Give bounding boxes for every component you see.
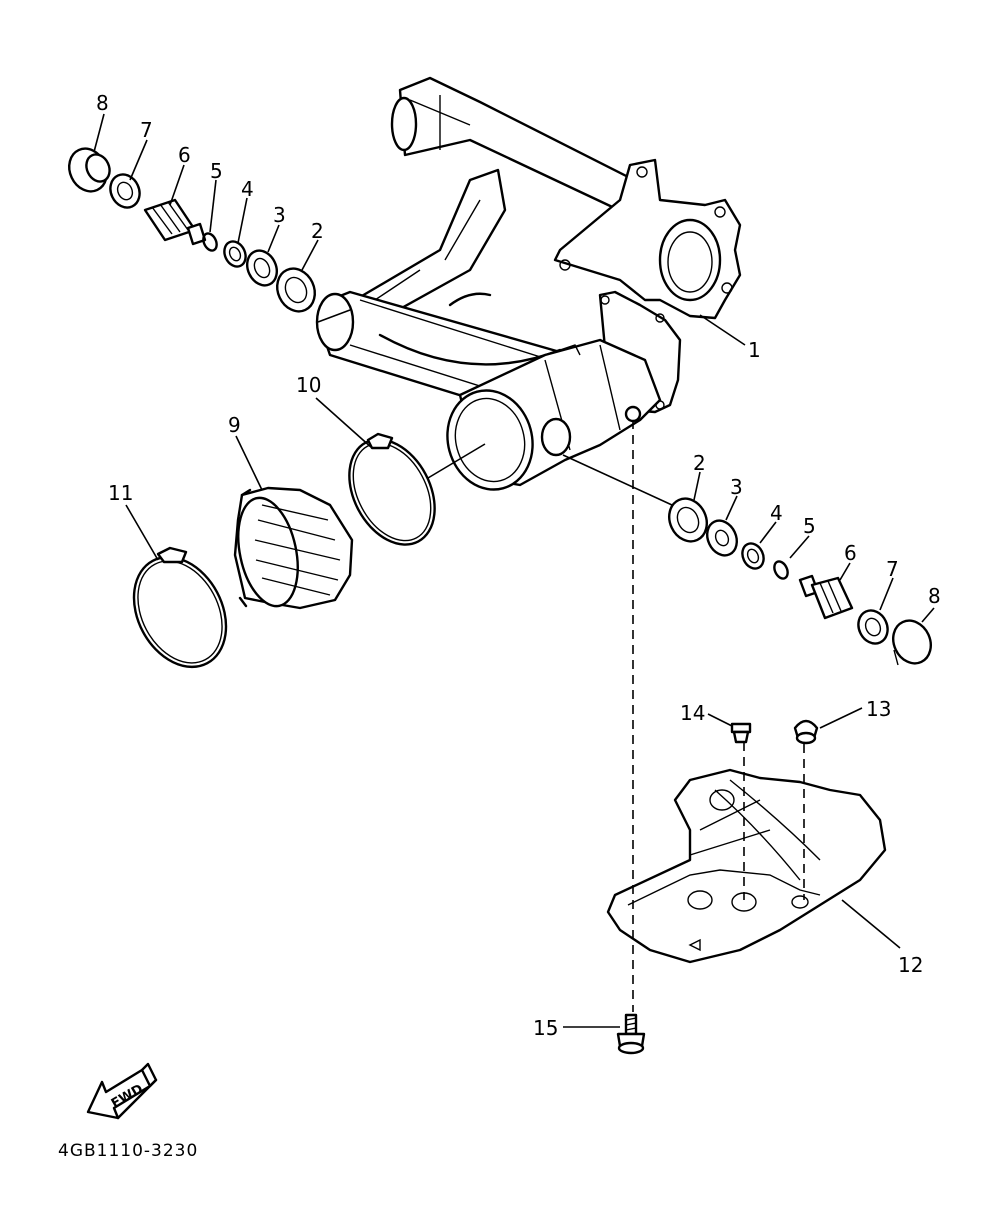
callout-5-right: 5 [803, 514, 816, 538]
leader-lines [93, 113, 935, 1028]
part-5-o-ring-left[interactable] [201, 231, 219, 252]
part-9-boot[interactable] [229, 486, 354, 612]
callout-9: 9 [228, 413, 241, 437]
callout-1: 1 [748, 338, 761, 362]
part-5-o-ring-right[interactable] [772, 559, 790, 580]
callout-13: 13 [866, 697, 891, 721]
callout-3-right: 3 [730, 475, 743, 499]
part-3-oil-seal-left[interactable] [242, 246, 283, 290]
callout-6-left: 6 [178, 143, 191, 167]
callout-8-left: 8 [96, 91, 109, 115]
part-6-pivot-shaft-left[interactable] [143, 198, 207, 246]
part-8-cap-right[interactable] [886, 614, 937, 669]
callout-12: 12 [898, 953, 923, 977]
part-2-bearing-right[interactable] [662, 492, 713, 547]
callout-7-right: 7 [886, 557, 899, 581]
callout-8-right: 8 [928, 584, 941, 608]
callout-4-left: 4 [241, 177, 254, 201]
part-2-bearing-left[interactable] [270, 262, 321, 317]
part-1-swing-arm[interactable] [315, 76, 742, 499]
callout-14: 14 [680, 701, 705, 725]
callout-2-right: 2 [693, 451, 706, 475]
part-6-pivot-shaft-right[interactable] [798, 574, 854, 620]
callout-6-right: 6 [844, 541, 857, 565]
callout-5-left: 5 [210, 159, 223, 183]
part-15-bolt[interactable] [616, 1013, 646, 1055]
callout-labels: 8 7 6 5 4 3 2 1 10 9 11 2 3 4 5 6 7 8 14… [96, 91, 941, 1040]
callout-11: 11 [108, 481, 133, 505]
drawing-code: 4GB1110-3230 [58, 1141, 198, 1161]
callout-3-left: 3 [273, 203, 286, 227]
part-8-cap-left[interactable] [62, 142, 113, 197]
callout-2-left: 2 [311, 219, 324, 243]
callout-7-left: 7 [140, 118, 153, 142]
callout-15: 15 [533, 1016, 558, 1040]
part-4-collar-left[interactable] [220, 238, 249, 270]
part-12-guard[interactable] [606, 768, 887, 964]
forward-arrow-icon: FWD [86, 1062, 158, 1120]
assembly-lines [317, 309, 805, 1012]
part-11-clamp[interactable] [116, 541, 245, 683]
callout-10: 10 [296, 373, 321, 397]
callout-4-right: 4 [770, 501, 783, 525]
part-7-locknut-left[interactable] [105, 170, 145, 213]
part-4-collar-right[interactable] [738, 540, 767, 572]
part-3-oil-seal-right[interactable] [702, 516, 743, 560]
part-14-damper[interactable] [730, 722, 752, 744]
part-13-damper[interactable] [793, 719, 819, 745]
part-7-locknut-right[interactable] [853, 606, 893, 649]
